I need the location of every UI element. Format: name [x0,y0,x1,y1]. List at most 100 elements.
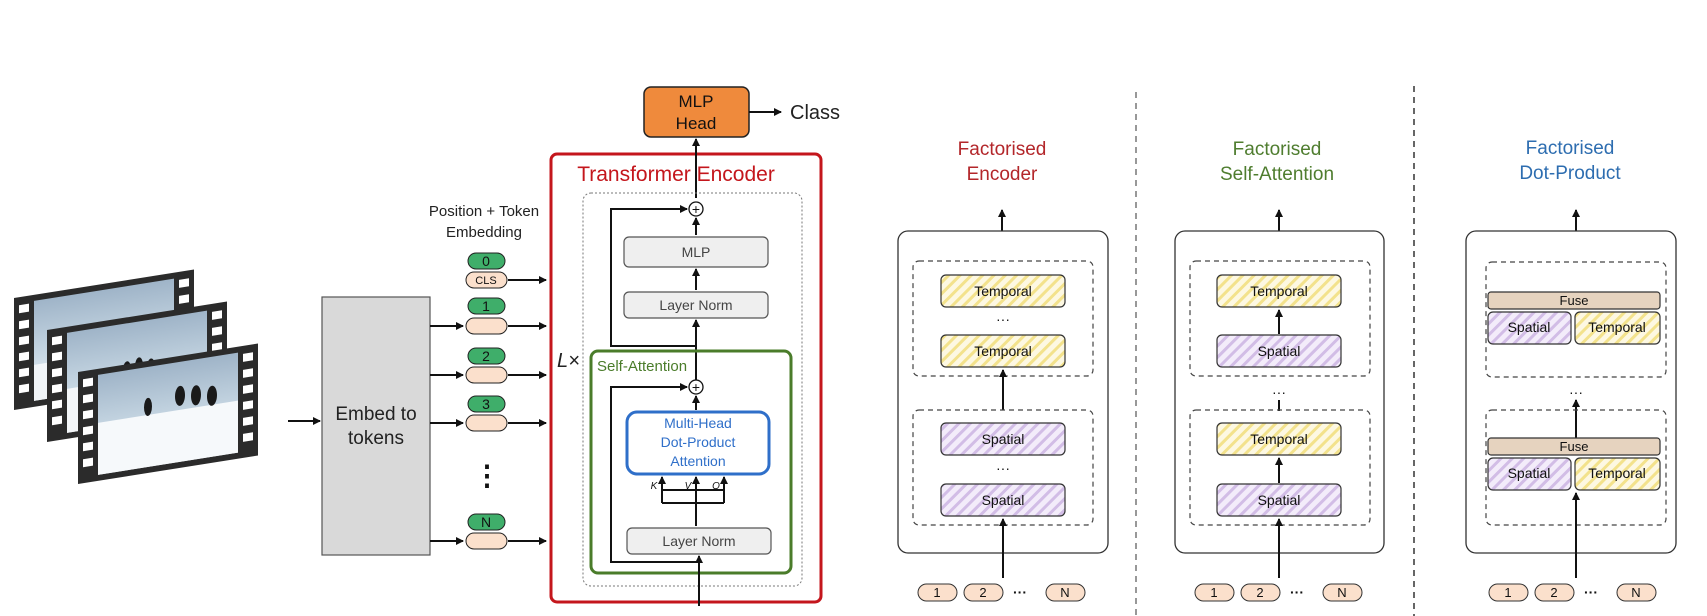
panel-factorised-dot-product: Factorised Dot-Product Fuse Spatial Temp… [1465,138,1677,602]
temporal-block [940,274,1066,308]
transformer-title-bg [558,160,794,186]
self-attention-label: Self-Attention [597,358,687,375]
layer-norm-top-label: Layer Norm [659,297,732,313]
self-attention-box [589,349,793,575]
token-label: N [1337,585,1346,600]
token-id: N [481,514,491,530]
spatial-block [940,422,1066,456]
mlp-head-line2: Head [676,114,717,133]
spatial-block [1487,311,1572,345]
spatial-block [1216,334,1342,368]
token-id: 0 [482,253,490,269]
token-label: N [1060,585,1069,600]
panel-factorised-self-attention: Factorised Self-Attention Temporal Spati… [1174,139,1385,602]
mlp-box [623,236,769,268]
token-ellipsis: ··· [1013,584,1027,600]
vertical-ellipsis: ··· [1272,384,1286,400]
layer-norm-bottom-label: Layer Norm [662,533,735,549]
v-label: V [685,481,693,492]
temporal-block [1574,311,1661,345]
spatial-label: Spatial [1258,492,1301,508]
spatial-label: Spatial [982,492,1025,508]
token-label: 1 [1210,585,1217,600]
panel-factorised-encoder: Factorised Encoder Temporal ··· Temporal… [897,139,1109,602]
token-1: 1 [430,297,547,335]
self-attention-title-bg [595,356,695,374]
attention-line1: Multi-Head [664,415,732,431]
token-id: 3 [482,396,490,412]
attention-line2: Dot-Product [661,434,736,450]
encoder-block-outline [582,192,803,587]
token-pill [917,583,958,602]
panel-title-line1: Factorised [958,139,1047,160]
mlp-label: MLP [682,244,711,260]
dot-product-group [1485,261,1667,378]
token-pill [1488,583,1529,602]
token-pill [1045,583,1086,602]
token-ellipsis: ··· [1290,584,1304,600]
token-label: 1 [933,585,940,600]
token-id-pill [467,395,506,413]
temporal-block [1574,457,1661,491]
vertical-ellipsis: ··· [996,460,1010,476]
panel-title-line1: Factorised [1233,139,1322,160]
temporal-label: Temporal [1588,319,1646,335]
residual-skip-bottom [610,383,696,563]
residual-plus-top: + [692,201,700,217]
spatial-block [940,483,1066,517]
token-embed-pill [465,366,508,384]
temporal-block [940,334,1066,368]
token-vertical-ellipsis: ⋮ [473,460,501,491]
token-pill [963,583,1004,602]
token-ellipsis: ··· [1584,584,1598,600]
token-id-pill [467,252,506,270]
k-label: K [651,481,659,492]
token-label: 1 [1504,585,1511,600]
temporal-block [1216,422,1342,456]
fuse-label: Fuse [1560,293,1589,308]
token-label: 2 [1256,585,1263,600]
fuse-block [1487,437,1661,456]
layer-norm-top-box [623,291,769,319]
embed-box [321,296,431,556]
token-pill [1534,583,1575,602]
token-n: N [430,513,547,550]
temporal-label: Temporal [1250,431,1308,447]
video-frame-front [78,343,258,484]
token-id-pill [467,513,506,531]
token-id-pill [467,347,506,365]
panel-title-line1: Factorised [1526,138,1615,159]
vertical-ellipsis: ··· [1569,384,1583,400]
spatial-label: Spatial [982,431,1025,447]
token-id-pill [467,297,506,315]
residual-add-top [688,201,704,217]
token-embed-pill [465,414,508,432]
token-pill [1322,583,1363,602]
fuse-block [1487,291,1661,310]
spatial-label: Spatial [1508,319,1551,335]
spatial-block [1216,483,1342,517]
embed-label-line2: tokens [348,428,404,449]
token-label: 2 [979,585,986,600]
temporal-label: Temporal [974,283,1032,299]
cls-token-label: CLS [475,275,496,287]
spatial-block [1487,457,1572,491]
video-frames [14,269,258,484]
panel-title-line2: Self-Attention [1220,164,1334,185]
token-embed-pill [465,271,508,289]
temporal-label: Temporal [1250,283,1308,299]
q-label: Q [712,481,720,492]
token-embed-pill [465,317,508,335]
fuse-label: Fuse [1560,439,1589,454]
embed-label-line1: Embed to [335,404,416,425]
token-embed-pill [465,532,508,550]
lx-label: L× [557,350,580,372]
spatial-label: Spatial [1258,343,1301,359]
token-id: 1 [482,298,490,314]
panel-title-line2: Encoder [967,164,1038,185]
residual-skip-top [610,205,696,347]
transformer-encoder-box [549,152,823,604]
residual-add-bottom [688,379,704,395]
token-0: 0 CLS [465,252,547,289]
